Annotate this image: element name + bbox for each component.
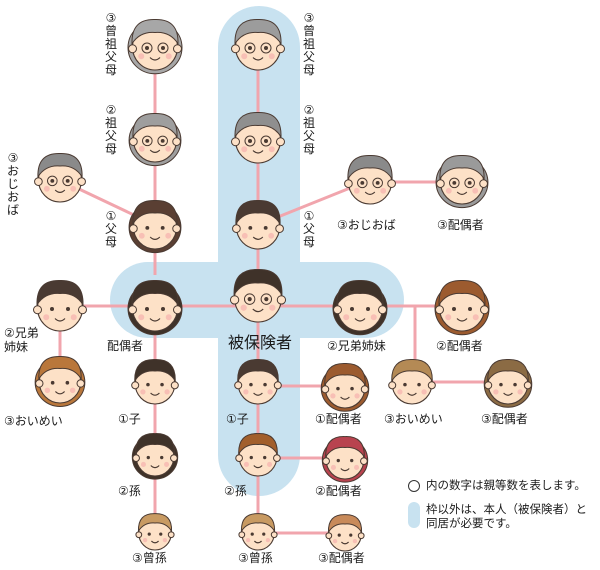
label-grandparents-left: ②祖父母	[104, 103, 117, 156]
face-uncle-left	[34, 153, 86, 203]
face-mother	[128, 200, 182, 254]
face-great-grandmother	[127, 18, 183, 75]
face-insured	[229, 268, 287, 323]
legend-band-row: 枠以外は、本人（被保険者）と同居が必要です。	[408, 502, 598, 530]
face-sibling-spouse	[434, 279, 490, 336]
label-nephew-niece-spouse: ③配偶者	[481, 412, 528, 426]
legend-band-text: 枠以外は、本人（被保険者）と同居が必要です。	[426, 502, 587, 530]
label-siblings-spouse: ②配偶者	[436, 339, 483, 353]
label-great-grandchild-center: ③曾孫	[238, 551, 273, 565]
face-niece-left	[34, 356, 86, 407]
label-grandparents-right: ②祖父母	[302, 103, 315, 156]
legend: 内の数字は親等数を表します。 枠以外は、本人（被保険者）と同居が必要です。	[408, 478, 598, 530]
face-uncle-right	[344, 155, 396, 205]
face-father	[232, 200, 284, 250]
face-nephew-right	[388, 359, 436, 405]
face-great-grandchild-left	[135, 513, 175, 551]
label-parents-right: ①父母	[302, 209, 315, 249]
label-nephew-niece-right: ③おいめい	[384, 412, 443, 426]
face-child-left	[131, 359, 179, 405]
face-sibling-left	[33, 279, 87, 332]
label-siblings-left: ②兄弟姉妹	[4, 326, 39, 354]
label-uncle-aunt-spouse: ③配偶者	[437, 218, 484, 232]
label-uncle-aunt-left: ③おじおば	[6, 151, 19, 217]
label-child-left: ①子	[118, 412, 141, 426]
label-grandchild-center: ②孫	[224, 484, 247, 498]
label-nephew-niece-left: ③おいめい	[4, 414, 63, 428]
label-great-grandchild-left: ③曾孫	[132, 551, 167, 565]
label-grandchild-spouse: ②配偶者	[315, 484, 362, 498]
highlight-swatch	[408, 502, 420, 528]
face-great-grandfather	[231, 18, 285, 71]
legend-circle-text: 内の数字は親等数を表します。	[426, 478, 586, 492]
label-child-center: ①子	[226, 412, 249, 426]
label-great-grandparents-right: ③曾祖父母	[302, 11, 315, 77]
face-great-grandchild-center	[238, 513, 278, 551]
label-great-grandchild-spouse: ③配偶者	[318, 551, 365, 565]
face-child-spouse	[320, 363, 370, 412]
label-great-grandparents-left: ③曾祖父母	[104, 11, 117, 77]
face-great-grandchild-spouse	[325, 514, 365, 552]
label-uncle-aunt-right: ③おじおば	[337, 218, 396, 232]
face-grandchild-spouse	[321, 436, 369, 483]
label-siblings-right: ②兄弟姉妹	[327, 339, 386, 353]
face-grandchild-center	[235, 433, 281, 477]
face-child-center	[234, 359, 282, 405]
face-grandchild-left	[131, 433, 179, 480]
face-grandfather	[231, 111, 285, 164]
circle-icon	[408, 480, 420, 492]
faces	[33, 18, 533, 552]
face-grandmother	[128, 113, 182, 167]
face-spouse	[127, 279, 183, 336]
label-parents-left: ①父母	[104, 209, 117, 249]
label-insured: 被保険者	[228, 333, 293, 352]
face-sibling-right	[332, 279, 388, 336]
label-spouse: 配偶者	[107, 339, 144, 353]
face-aunt-right	[435, 155, 489, 209]
label-grandchild-left: ②孫	[118, 484, 141, 498]
label-child-spouse: ①配偶者	[315, 412, 362, 426]
face-nephew-spouse	[483, 359, 533, 408]
legend-circle-row: 内の数字は親等数を表します。	[408, 478, 598, 492]
